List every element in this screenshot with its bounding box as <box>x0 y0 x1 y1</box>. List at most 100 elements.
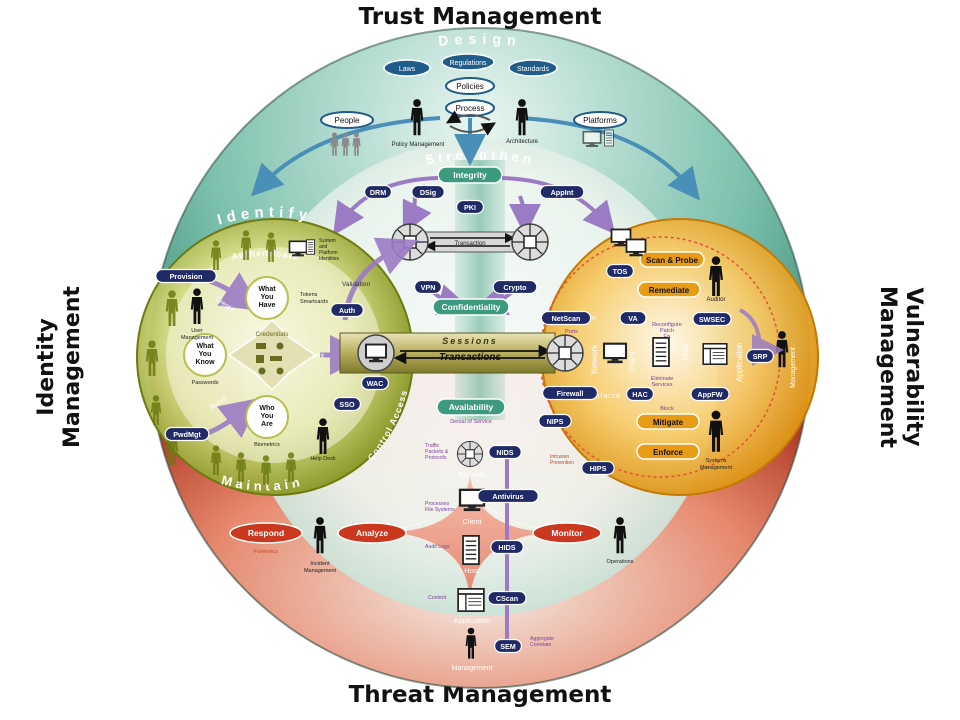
help-desk-label: Help Desk <box>310 456 336 462</box>
pill-availability: Availability <box>436 398 506 416</box>
pill-monitor: Monitor <box>532 522 602 544</box>
badge-netscan: NetScan <box>540 310 592 326</box>
pill-confidentiality: Confidentiality <box>432 298 510 316</box>
badge-label: Provision <box>170 272 203 281</box>
badge-hac: HAC <box>625 386 654 402</box>
badge-antivirus: Antivirus <box>477 488 539 504</box>
badge-nips: NIPS <box>538 413 572 429</box>
svg-text:Transaction: Transaction <box>454 241 485 247</box>
pill-policies: Policies <box>445 77 495 95</box>
svg-text:Monitor: Monitor <box>551 528 583 538</box>
badge-label: AppInt <box>551 188 574 197</box>
badge-pwdmgt: PwdMgt <box>164 426 210 442</box>
badge-va: VA <box>619 310 647 326</box>
svg-text:Credentials: Credentials <box>256 331 290 338</box>
badge-label: DRM <box>370 188 386 197</box>
svg-text:Standards: Standards <box>517 66 549 73</box>
transaction-node-right-icon <box>511 223 549 261</box>
svg-text:Process: Process <box>456 104 485 113</box>
badge-sem: SEM <box>494 638 523 654</box>
audit-logs-label: Audit Logs <box>425 544 450 550</box>
pill-integrity: Integrity <box>437 166 503 184</box>
pill-remediate: Remediate <box>637 281 701 298</box>
badge-label: NIPS <box>547 417 564 426</box>
session-client-node <box>357 334 395 372</box>
cycle-arrows-icon <box>445 110 497 136</box>
auditor-label: Auditor <box>706 297 725 303</box>
badge-drm: DRM <box>364 184 393 200</box>
badge-label: PwdMgt <box>173 430 201 439</box>
block-label: Block <box>660 406 674 412</box>
badge-cscan: CScan <box>487 590 527 606</box>
badge-label: SWSEC <box>699 315 725 324</box>
pill-scan-probe: Scan & Probe <box>639 251 705 268</box>
svg-text:Integrity: Integrity <box>453 170 487 180</box>
threat-application-label: Application <box>454 616 491 625</box>
badge-vpn: VPN <box>414 279 443 295</box>
credentials-hub: Credentials <box>227 318 317 392</box>
ports-label: Ports <box>565 329 578 335</box>
svg-text:Analyze: Analyze <box>356 528 388 538</box>
badge-nids: NIDS <box>488 444 522 460</box>
badge-label: SEM <box>500 642 516 651</box>
badge-label: TOS <box>613 267 628 276</box>
pill-analyze: Analyze <box>337 522 407 544</box>
pill-regulations: Regulations <box>441 53 495 71</box>
badge-label: VA <box>628 314 637 323</box>
svg-text:People: People <box>335 116 360 125</box>
badge-sso: SSO <box>333 396 362 412</box>
badge-hips: HIPS <box>581 460 615 476</box>
operations-label: Operations <box>607 559 634 565</box>
badge-label: HIDS <box>498 543 515 552</box>
badge-label: CScan <box>496 594 518 603</box>
forensics-label: Forensics <box>254 549 278 555</box>
svg-text:Remediate: Remediate <box>649 286 690 295</box>
badge-label: Firewall <box>557 389 584 398</box>
badge-label: PKI <box>464 203 476 212</box>
badge-srp: SRP <box>745 348 774 364</box>
session-network-node-icon <box>546 334 584 372</box>
biometrics-label: Biometrics <box>254 442 280 448</box>
badge-label: WAC <box>367 379 384 388</box>
pill-enforce: Enforce <box>636 443 700 460</box>
validation-label: Validation <box>342 281 370 288</box>
badge-label: Crypto <box>503 283 527 292</box>
design-arc-label: Design <box>438 30 523 48</box>
trust-management-title: Trust Management <box>358 4 602 30</box>
badge-appint: AppInt <box>539 184 585 200</box>
badge-tos: TOS <box>605 263 634 279</box>
badge-dsig: DSig <box>411 184 445 200</box>
transaction-pipe: Transaction <box>414 231 526 253</box>
svg-text:Scan & Probe: Scan & Probe <box>646 256 699 265</box>
threat-management-lane-label: Management <box>452 665 493 672</box>
badge-crypto: Crypto <box>492 279 538 295</box>
threat-network-label: Network <box>458 470 486 479</box>
content-label: Content <box>428 595 447 601</box>
policy-management-label: Policy Management <box>392 142 445 148</box>
badge-label: NetScan <box>552 314 581 323</box>
pill-standards: Standards <box>508 59 558 77</box>
badge-appfw: AppFW <box>690 386 730 402</box>
denial-of-service-label: Denial of Service <box>450 419 492 425</box>
badge-firewall: Firewall <box>541 385 598 401</box>
threat-network-node-icon <box>456 440 484 468</box>
pill-people: People <box>320 111 374 129</box>
vuln-application-icon <box>702 343 728 365</box>
vuln-host-icon <box>652 337 670 367</box>
svg-text:Laws: Laws <box>399 66 416 73</box>
threat-client-label: Client <box>462 517 482 526</box>
svg-text:Availability: Availability <box>449 402 494 412</box>
host-lane-label: Host <box>681 343 690 360</box>
